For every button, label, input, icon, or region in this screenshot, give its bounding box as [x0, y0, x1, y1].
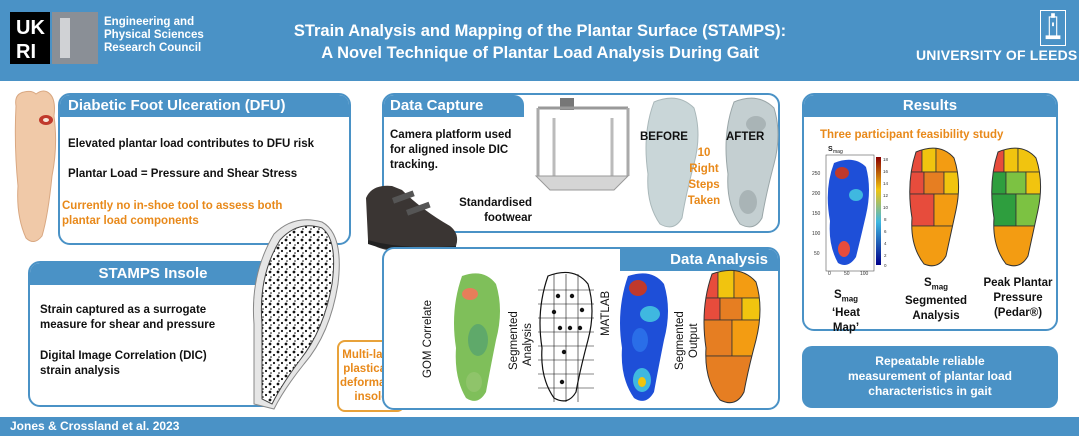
- gom-strain-map-image: [454, 273, 500, 401]
- svg-text:UK: UK: [16, 17, 45, 39]
- step-segmented-label-2: Analysis: [522, 323, 534, 366]
- citation: Jones & Crossland et al. 2023: [10, 419, 180, 433]
- insole-point-2b: strain analysis: [40, 365, 120, 377]
- result-label-segmented: Smag Segmented Analysis: [900, 276, 972, 324]
- before-label: BEFORE: [640, 131, 688, 143]
- speckled-insole-illustration: [252, 219, 340, 410]
- conclusion-line: measurement of plantar load: [847, 369, 1013, 383]
- label-line: (Pedar®): [993, 307, 1043, 319]
- results-heading: Results: [804, 95, 1056, 117]
- steps-label: 10 Right Steps Taken: [686, 145, 722, 209]
- camera-platform-illustration: [534, 98, 630, 191]
- dfu-heading: Diabetic Foot Ulceration (DFU): [60, 95, 349, 117]
- colorbar-tick: 14: [883, 181, 889, 186]
- step-matlab-label: MATLAB: [600, 290, 612, 336]
- heatmap-xtick: 100: [860, 271, 869, 277]
- heatmap-ytick: 200: [812, 191, 821, 197]
- funder-name: Engineering and Physical Sciences Resear…: [104, 16, 214, 55]
- insole-panel: [28, 261, 278, 407]
- dfu-point-1: Elevated plantar load contributes to DFU…: [68, 138, 315, 150]
- label-line: ‘Heat Map’: [831, 307, 861, 335]
- colorbar-tick: 10: [883, 205, 889, 210]
- colorbar-tick: 12: [883, 193, 889, 198]
- heatmap-ytick: 150: [812, 211, 821, 217]
- heatmap-xtick: 0: [828, 271, 831, 277]
- footwear-line: footwear: [484, 212, 532, 224]
- conclusion-line: Repeatable reliable: [875, 354, 985, 368]
- heatmap-ytick: 100: [812, 231, 821, 237]
- smag-segmented-result-image: [909, 147, 960, 267]
- footwear-label: Standardised footwear: [452, 196, 532, 226]
- insole-before-image: [645, 97, 699, 228]
- label-subscript: mag: [841, 294, 859, 304]
- funder-line: Physical Sciences: [104, 29, 204, 41]
- ukri-logo: UK RI: [10, 12, 98, 64]
- header-banner: [0, 0, 1079, 81]
- colorbar-tick: 16: [883, 169, 889, 174]
- label-symbol: S: [833, 289, 842, 301]
- dfu-point-2: Plantar Load = Pressure and Shear Stress: [68, 168, 298, 180]
- matlab-heatmap-image: [620, 273, 668, 401]
- step-output-label-1: Segmented: [674, 311, 686, 370]
- step-segmented-label-1: Segmented: [508, 311, 520, 370]
- title-line-1: STrain Analysis and Mapping of the Plant…: [293, 22, 787, 40]
- capture-desc-line: Camera platform used: [390, 129, 512, 141]
- colorbar-tick: 4: [884, 241, 887, 246]
- title-line-2: A Novel Technique of Plantar Load Analys…: [321, 44, 759, 62]
- heatmap-ytick: 250: [812, 171, 821, 177]
- steps-line: 10: [697, 147, 711, 159]
- callout-line: insole: [354, 391, 388, 403]
- university-name: UNIVERSITY OF LEEDS: [916, 47, 1078, 63]
- step-gom-label: GOM Correlate: [422, 300, 434, 378]
- ulcer-foot-illustration: [14, 90, 57, 242]
- insole-after-image: [725, 97, 779, 228]
- heatmap-ytick: 50: [814, 251, 820, 257]
- label-line: Analysis: [912, 310, 960, 323]
- svg-text:S: S: [828, 146, 833, 153]
- steps-line: Taken: [687, 195, 721, 207]
- colorbar-tick: 0: [884, 263, 887, 268]
- label-line: Segmented: [905, 295, 967, 308]
- colorbar-tick: 6: [884, 229, 887, 234]
- capture-desc-line: tracking.: [390, 159, 438, 171]
- conclusion-box: Repeatable reliable measurement of plant…: [802, 346, 1058, 408]
- funder-line: Research Council: [104, 42, 202, 54]
- label-line: Pressure: [993, 292, 1043, 304]
- result-label-pedar: Peak Plantar Pressure (Pedar®): [978, 276, 1058, 321]
- smag-heat-map-plot: S mag 250 200 150 100 50 0 50 100 18 16 …: [812, 146, 889, 277]
- standardised-shoe-image: [366, 185, 458, 253]
- label-subscript: mag: [931, 282, 949, 292]
- results-subtitle: Three participant feasibility study: [820, 129, 1004, 141]
- insole-point-1a: Strain captured as a surrogate: [40, 304, 207, 316]
- label-line: Peak Plantar: [983, 277, 1053, 289]
- result-label-heatmap: Smag ‘Heat Map’: [818, 288, 874, 336]
- segmented-grid-image: [538, 271, 594, 402]
- svg-text:RI: RI: [16, 41, 36, 63]
- after-label: AFTER: [726, 131, 765, 143]
- capture-heading: Data Capture: [384, 95, 524, 117]
- insole-point-2a: Digital Image Correlation (DIC): [40, 350, 207, 362]
- insole-heading: STAMPS Insole: [30, 263, 276, 285]
- steps-line: Right: [689, 163, 719, 175]
- colorbar-tick: 18: [883, 157, 889, 162]
- colorbar-tick: 8: [884, 217, 887, 222]
- footwear-line: Standardised: [459, 197, 532, 209]
- label-symbol: S: [923, 277, 932, 289]
- colorbar-tick: 2: [884, 253, 887, 258]
- conclusion-line: characteristics in gait: [868, 384, 992, 398]
- funder-line: Engineering and: [104, 16, 195, 28]
- capture-desc-line: for aligned insole DIC: [390, 144, 509, 156]
- analysis-heading: Data Analysis: [620, 249, 778, 271]
- svg-text:mag: mag: [833, 149, 843, 155]
- steps-line: Steps: [688, 179, 720, 191]
- footer-banner: Jones & Crossland et al. 2023: [0, 417, 1079, 436]
- insole-point-1b: measure for shear and pressure: [40, 319, 216, 331]
- dfu-point-3b: plantar load components: [62, 215, 199, 227]
- poster-title: STrain Analysis and Mapping of the Plant…: [250, 20, 830, 64]
- university-crest-icon: [1040, 10, 1066, 46]
- segmented-output-image: [703, 269, 761, 404]
- heatmap-xtick: 50: [844, 271, 850, 277]
- pedar-pressure-result-image: [991, 147, 1042, 267]
- dfu-point-3a: Currently no in-shoe tool to assess both: [62, 200, 283, 212]
